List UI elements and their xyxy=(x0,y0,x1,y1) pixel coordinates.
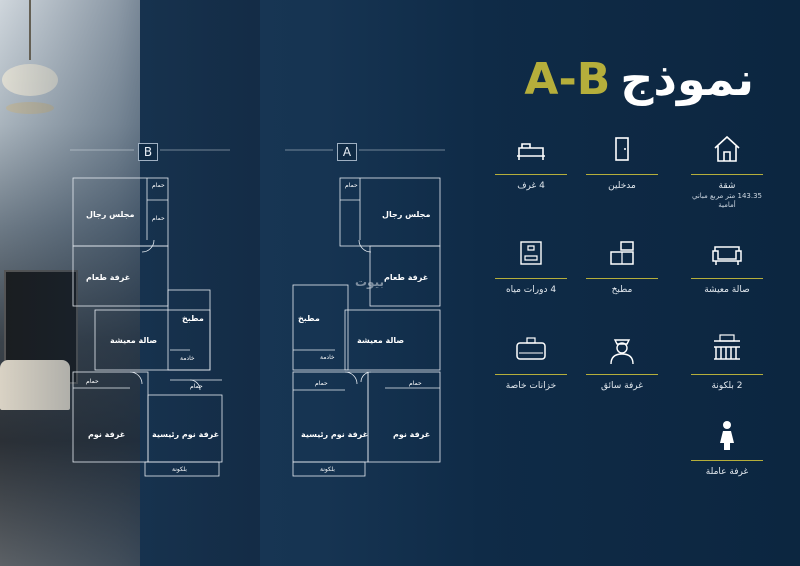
plan-a-living: صالة معيشة xyxy=(357,336,405,345)
door-icon xyxy=(567,132,677,166)
house-icon xyxy=(672,132,782,166)
feature-label: 4 غرف xyxy=(517,181,545,191)
feature-divider xyxy=(495,374,567,375)
feature-rooms: 4 غرف xyxy=(476,132,586,192)
kitchen-icon xyxy=(567,236,677,270)
feature-label: 4 دورات مياه xyxy=(505,285,557,295)
model-title: نموذج A-B xyxy=(524,52,754,106)
feature-divider xyxy=(691,174,763,175)
feature-divider xyxy=(691,374,763,375)
plan-b-bath-4: حمام xyxy=(152,215,165,222)
feature-divider xyxy=(495,278,567,279)
chandelier-icon xyxy=(2,0,58,114)
feature-divider xyxy=(586,174,658,175)
feature-divider xyxy=(586,374,658,375)
feature-kitchen: مطبخ xyxy=(567,236,677,296)
feature-label: مدخلين xyxy=(608,181,636,191)
driver-icon xyxy=(567,332,677,366)
plan-a-bath-2: حمام xyxy=(315,380,328,387)
floor-plan-b: B مجلس رجال غرفة طعام مطبخ صالة معيشة غر… xyxy=(70,140,230,490)
sofa xyxy=(0,360,70,410)
plan-a-maid-room: خادمة xyxy=(320,354,335,361)
plan-a-master-bedroom: غرفة نوم رئيسية xyxy=(301,430,369,439)
feature-apartment: شقة 143.35 متر مربع مباني أمامية xyxy=(672,132,782,210)
feature-balcony: 2 بلكونة xyxy=(672,332,782,392)
feature-label: مطبخ xyxy=(611,285,633,295)
feature-label: 2 بلكونة xyxy=(711,381,743,391)
feature-divider xyxy=(586,278,658,279)
plan-a-kitchen: مطبخ xyxy=(298,314,320,323)
watermark: بيوت xyxy=(355,275,384,289)
feature-label: غرفة عاملة xyxy=(705,467,749,477)
bed-icon xyxy=(476,132,586,166)
plan-b-bedroom: غرفة نوم xyxy=(88,430,126,439)
feature-entrances: مدخلين xyxy=(567,132,677,192)
plan-b-master-bedroom: غرفة نوم رئيسية xyxy=(152,430,220,439)
plan-b-maid-room: خادمة xyxy=(180,355,195,362)
feature-living-room: صالة معيشة xyxy=(672,236,782,296)
plan-a-bedroom: غرفة نوم xyxy=(393,430,431,439)
balcony-icon xyxy=(672,332,782,366)
feature-position: أمامية xyxy=(718,201,736,209)
plan-b-label: B xyxy=(138,143,158,161)
plan-b-living: صالة معيشة xyxy=(110,336,158,345)
feature-area: 143.35 متر مربع مباني xyxy=(692,192,762,200)
feature-divider xyxy=(691,278,763,279)
feature-divider xyxy=(691,460,763,461)
interior-photo xyxy=(0,0,260,566)
plan-b-bath-2: حمام xyxy=(86,378,99,385)
maid-icon xyxy=(672,418,782,452)
plan-a-bath-3: حمام xyxy=(409,380,422,387)
fireplace xyxy=(4,270,78,384)
feature-bathrooms: 4 دورات مياه xyxy=(476,236,586,296)
feature-divider xyxy=(495,174,567,175)
feature-label: صالة معيشة xyxy=(704,285,750,295)
floor-plan-a: A مجلس رجال غرفة طعام مطبخ صالة معيشة غر… xyxy=(285,140,450,490)
plan-a-bath-1: حمام xyxy=(345,182,358,189)
floor-plan-b-drawing xyxy=(70,149,230,477)
plan-b-dining: غرفة طعام xyxy=(86,273,131,282)
plan-a-dining: غرفة طعام xyxy=(384,273,429,282)
water-tank-icon xyxy=(476,332,586,366)
floor-plan-a-drawing xyxy=(285,149,445,477)
feature-label: شقة xyxy=(718,181,736,191)
plan-b-bath-3: حمام xyxy=(190,383,203,390)
bathroom-icon xyxy=(476,236,586,270)
feature-driver-room: غرفة سائق xyxy=(567,332,677,392)
plan-a-majlis: مجلس رجال xyxy=(382,210,431,219)
plan-b-majlis: مجلس رجال xyxy=(86,210,135,219)
plan-a-label: A xyxy=(337,143,357,161)
plan-a-balcony: بلكونة xyxy=(320,466,335,473)
plan-b-kitchen: مطبخ xyxy=(182,314,204,323)
title-model: A-B xyxy=(524,53,611,105)
feature-label: خزانات خاصة xyxy=(505,381,557,391)
plan-b-bath-1: حمام xyxy=(152,182,165,189)
plan-b-balcony: بلكونة xyxy=(172,466,187,473)
feature-label: غرفة سائق xyxy=(601,381,643,391)
sofa-icon xyxy=(672,236,782,270)
feature-water-tanks: خزانات خاصة xyxy=(476,332,586,392)
title-arabic: نموذج xyxy=(620,52,754,106)
feature-maid-room: غرفة عاملة xyxy=(672,418,782,478)
